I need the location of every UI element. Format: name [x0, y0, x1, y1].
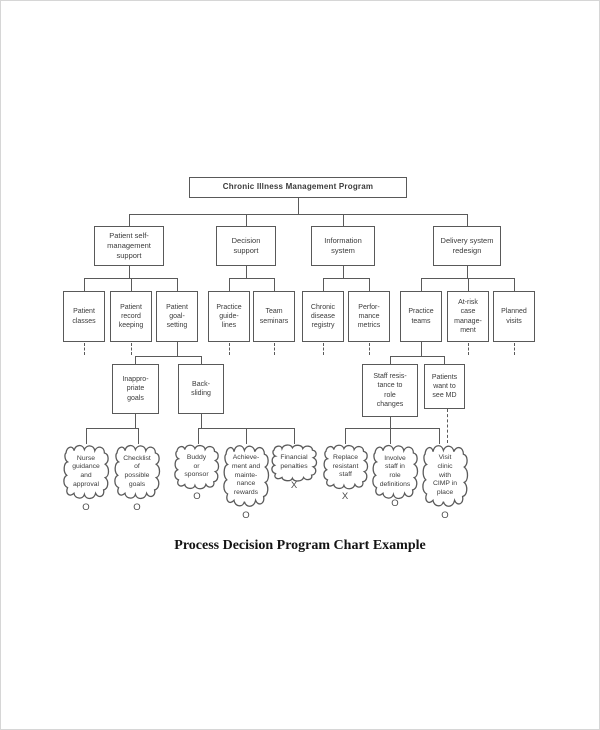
cloud-involve-staff-in-role-definitions: Involve staff in role definitions: [371, 444, 419, 500]
connector: [421, 342, 422, 356]
cloud-nurse-guidance-and-approval: Nurse guidance and approval: [62, 444, 110, 500]
mark-x: X: [290, 480, 298, 491]
node-chronic-illness-management-program: Chronic Illness Management Program: [189, 177, 407, 198]
mark-x: X: [341, 491, 349, 502]
connector: [229, 278, 274, 279]
dashed-stub: [447, 409, 448, 443]
node-practice-guidelines: Practice guide- lines: [208, 291, 250, 342]
node-back-sliding: Back- sliding: [178, 364, 224, 414]
connector: [135, 356, 201, 357]
connector: [198, 428, 199, 444]
connector: [323, 278, 369, 279]
cloud-replace-resistant-staff: Replace resistant staff: [322, 444, 369, 490]
connector: [129, 214, 130, 226]
connector: [246, 214, 247, 226]
connector: [343, 266, 344, 278]
connector: [467, 214, 468, 226]
dashed-stub: [468, 343, 469, 355]
connector: [201, 414, 202, 428]
connector: [246, 266, 247, 278]
node-patient-record-keeping: Patient record keeping: [110, 291, 152, 342]
cloud-visit-clinic-with-cimp-in-place: Visit clinic with CIMP in place: [421, 444, 469, 508]
node-team-seminars: Team seminars: [253, 291, 295, 342]
connector: [444, 356, 445, 364]
mark-o: O: [391, 498, 399, 509]
connector: [246, 428, 247, 444]
node-patient-goal-setting: Patient goal- setting: [156, 291, 198, 342]
connector: [343, 214, 344, 226]
node-performance-metrics: Perfor- mance metrics: [348, 291, 390, 342]
mark-o: O: [82, 502, 90, 513]
connector: [177, 342, 178, 356]
connector: [86, 428, 138, 429]
connector: [84, 278, 85, 291]
cloud-buddy-or-sponsor: Buddy or sponsor: [173, 444, 220, 490]
cloud-financial-penalties: Financial penalties: [270, 444, 318, 482]
diagram-caption: Process Decision Program Chart Example: [174, 538, 426, 553]
node-practice-teams: Practice teams: [400, 291, 442, 342]
node-chronic-disease-registry: Chronic disease registry: [302, 291, 344, 342]
connector: [84, 278, 177, 279]
node-patient-classes: Patient classes: [63, 291, 105, 342]
connector: [345, 428, 346, 444]
node-staff-resistance-to-role-changes: Staff resis- tance to role changes: [362, 364, 418, 417]
mark-o: O: [133, 502, 141, 513]
connector: [229, 278, 230, 291]
dashed-stub: [514, 343, 515, 355]
mark-o: O: [441, 510, 449, 521]
mark-o: O: [193, 491, 201, 502]
node-planned-visits: Planned visits: [493, 291, 535, 342]
connector: [390, 356, 391, 364]
connector: [298, 198, 299, 214]
dashed-stub: [274, 343, 275, 355]
connector: [514, 278, 515, 291]
node-inappropriate-goals: Inappro- priate goals: [112, 364, 159, 414]
connector: [135, 414, 136, 428]
node-delivery-system-redesign: Delivery system redesign: [433, 226, 501, 266]
connector: [390, 417, 391, 444]
node-patients-want-to-see-md: Patients want to see MD: [424, 364, 465, 409]
connector: [323, 278, 324, 291]
node-information-system: Information system: [311, 226, 375, 266]
node-at-risk-case-management: At-risk case manage- ment: [447, 291, 489, 342]
connector: [129, 266, 130, 278]
connector: [421, 278, 514, 279]
connector: [86, 428, 87, 444]
connector: [129, 214, 468, 215]
dashed-stub: [131, 343, 132, 355]
connector: [131, 278, 132, 291]
connector: [467, 266, 468, 278]
connector: [369, 278, 370, 291]
connector: [421, 278, 422, 291]
mark-o: O: [242, 510, 250, 521]
connector: [294, 428, 295, 444]
connector: [177, 278, 178, 291]
dashed-stub: [84, 343, 85, 355]
dashed-stub: [369, 343, 370, 355]
node-patient-self-management-support: Patient self- management support: [94, 226, 164, 266]
cloud-checklist-of-possible-goals: Checklist of possible goals: [113, 444, 161, 500]
connector: [201, 356, 202, 364]
connector: [274, 278, 275, 291]
dashed-stub: [229, 343, 230, 355]
node-decision-support: Decision support: [216, 226, 276, 266]
connector: [138, 428, 139, 444]
connector: [468, 278, 469, 291]
connector: [439, 428, 440, 444]
connector: [135, 356, 136, 364]
cloud-achievement-and-maintenance-rewards: Achieve- ment and mainte- nance rewards: [222, 444, 270, 508]
connector: [390, 356, 445, 357]
dashed-stub: [323, 343, 324, 355]
connector: [345, 428, 439, 429]
